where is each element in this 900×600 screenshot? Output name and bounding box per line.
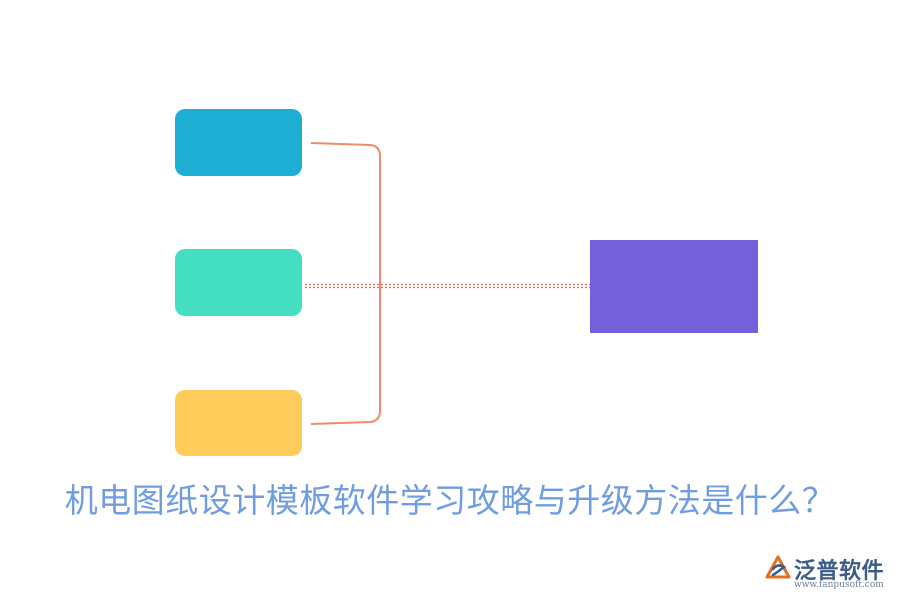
diagram-title: 机电图纸设计模板软件学习攻略与升级方法是什么？ — [64, 481, 836, 520]
node-box-3 — [175, 390, 302, 456]
node-box-1 — [175, 109, 302, 176]
target-box — [590, 240, 758, 333]
node-box-2 — [175, 249, 302, 316]
watermark-name: 泛普软件 — [794, 559, 885, 584]
fanpu-logo-icon — [765, 555, 791, 579]
watermark-url: www.fanpusoft.com — [794, 580, 884, 590]
watermark: 泛普软件 www.fanpusoft.com — [764, 553, 892, 593]
bracket-connector — [310, 142, 381, 425]
